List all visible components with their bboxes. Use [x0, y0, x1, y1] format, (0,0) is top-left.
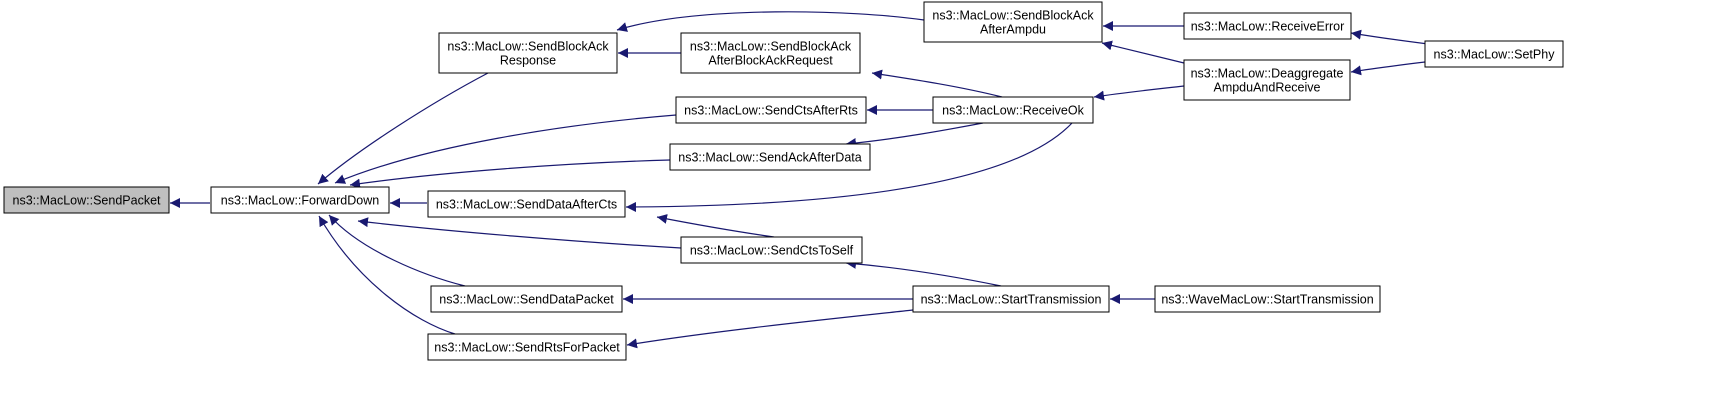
- node-box: [210, 186, 390, 214]
- edge-send-cts-to-self-to-forward-down: [357, 217, 682, 249]
- nodes-layer: ns3::MacLow::SendPacket ns3::MacLow::Forw…: [3, 1, 1564, 361]
- node-forward-down[interactable]: ns3::MacLow::ForwardDown: [210, 186, 390, 214]
- node-send-packet[interactable]: ns3::MacLow::SendPacket: [3, 186, 170, 214]
- node-label: ns3::MacLow::SendBlockAck: [932, 9, 1094, 23]
- edge-set-phy-to-deaggregate-ampdu-and-receive: [1350, 61, 1426, 76]
- edge-receive-ok-to-send-ack-after-data: [845, 122, 984, 148]
- node-label: Response: [500, 54, 556, 68]
- node-label: ns3::MacLow::SendDataAfterCts: [436, 198, 617, 212]
- node-receive-error[interactable]: ns3::MacLow::ReceiveError: [1183, 12, 1352, 40]
- edge-send-cts-to-self-to-send-data-after-cts: [656, 213, 775, 238]
- node-box: [1424, 40, 1564, 68]
- node-label: AmpduAndReceive: [1213, 81, 1320, 95]
- node-label: AfterAmpdu: [980, 23, 1046, 37]
- edge-send-ack-after-data-to-forward-down: [349, 159, 671, 189]
- edge-send-cts-after-rts-to-forward-down: [334, 114, 677, 184]
- node-set-phy[interactable]: ns3::MacLow::SetPhy: [1424, 40, 1564, 68]
- edge-deaggregate-ampdu-and-receive-to-send-block-ack-after-ampdu: [1101, 40, 1185, 64]
- node-label: ns3::MacLow::SendDataPacket: [439, 293, 614, 307]
- edge-receive-ok-to-send-block-ack-after-bar: [871, 69, 1003, 98]
- node-box: [1183, 59, 1351, 101]
- node-label: ns3::MacLow::ReceiveError: [1191, 20, 1345, 34]
- node-label: ns3::MacLow::StartTransmission: [921, 293, 1102, 307]
- node-send-block-ack-after-bar[interactable]: ns3::MacLow::SendBlockAckAfterBlockAckRe…: [680, 32, 861, 74]
- node-send-cts-to-self[interactable]: ns3::MacLow::SendCtsToSelf: [680, 236, 863, 264]
- node-box: [427, 333, 627, 361]
- node-box: [675, 96, 867, 124]
- edge-send-block-ack-after-ampdu-to-send-block-ack-response: [616, 11, 925, 32]
- edge-start-transmission-to-send-rts-for-packet: [626, 309, 914, 349]
- node-box: [3, 186, 170, 214]
- node-label: AfterBlockAckRequest: [708, 54, 833, 68]
- node-label: ns3::MacLow::SendBlockAck: [690, 40, 852, 54]
- edge-send-data-packet-to-forward-down: [328, 214, 466, 287]
- node-start-transmission[interactable]: ns3::MacLow::StartTransmission: [912, 285, 1110, 313]
- node-send-rts-for-packet[interactable]: ns3::MacLow::SendRtsForPacket: [427, 333, 627, 361]
- node-receive-ok[interactable]: ns3::MacLow::ReceiveOk: [932, 96, 1094, 124]
- edge-deaggregate-ampdu-and-receive-to-receive-ok: [1093, 85, 1185, 101]
- node-send-ack-after-data[interactable]: ns3::MacLow::SendAckAfterData: [669, 143, 871, 171]
- node-send-cts-after-rts[interactable]: ns3::MacLow::SendCtsAfterRts: [675, 96, 867, 124]
- node-label: ns3::MacLow::SendAckAfterData: [678, 151, 861, 165]
- edge-send-block-ack-response-to-forward-down: [317, 72, 489, 185]
- node-box: [680, 32, 861, 74]
- node-box: [923, 1, 1103, 43]
- node-box: [438, 32, 618, 74]
- edge-start-transmission-to-send-cts-to-self: [845, 258, 1002, 287]
- edges-layer: [170, 11, 1437, 349]
- node-label: ns3::MacLow::SendRtsForPacket: [434, 341, 620, 355]
- node-label: ns3::MacLow::ForwardDown: [221, 194, 379, 208]
- node-box: [932, 96, 1094, 124]
- node-label: ns3::MacLow::SendBlockAck: [447, 40, 609, 54]
- node-label: ns3::MacLow::Deaggregate: [1191, 67, 1344, 81]
- node-box: [430, 285, 623, 313]
- node-label: ns3::MacLow::SetPhy: [1434, 48, 1556, 62]
- node-send-data-after-cts[interactable]: ns3::MacLow::SendDataAfterCts: [427, 190, 626, 218]
- node-label: ns3::MacLow::SendCtsToSelf: [690, 244, 854, 258]
- edge-receive-ok-to-send-data-after-cts: [625, 122, 1073, 212]
- node-box: [1183, 12, 1352, 40]
- node-wave-start-transmission[interactable]: ns3::WaveMacLow::StartTransmission: [1154, 285, 1381, 313]
- node-box: [1154, 285, 1381, 313]
- node-box: [912, 285, 1110, 313]
- node-send-data-packet[interactable]: ns3::MacLow::SendDataPacket: [430, 285, 623, 313]
- node-box: [427, 190, 626, 218]
- node-label: ns3::WaveMacLow::StartTransmission: [1161, 293, 1373, 307]
- node-label: ns3::MacLow::ReceiveOk: [942, 104, 1084, 118]
- edge-set-phy-to-receive-error: [1350, 29, 1437, 46]
- node-label: ns3::MacLow::SendCtsAfterRts: [684, 104, 858, 118]
- node-label: ns3::MacLow::SendPacket: [13, 194, 162, 208]
- edge-send-rts-for-packet-to-forward-down: [318, 215, 456, 335]
- node-box: [680, 236, 863, 264]
- node-box: [669, 143, 871, 171]
